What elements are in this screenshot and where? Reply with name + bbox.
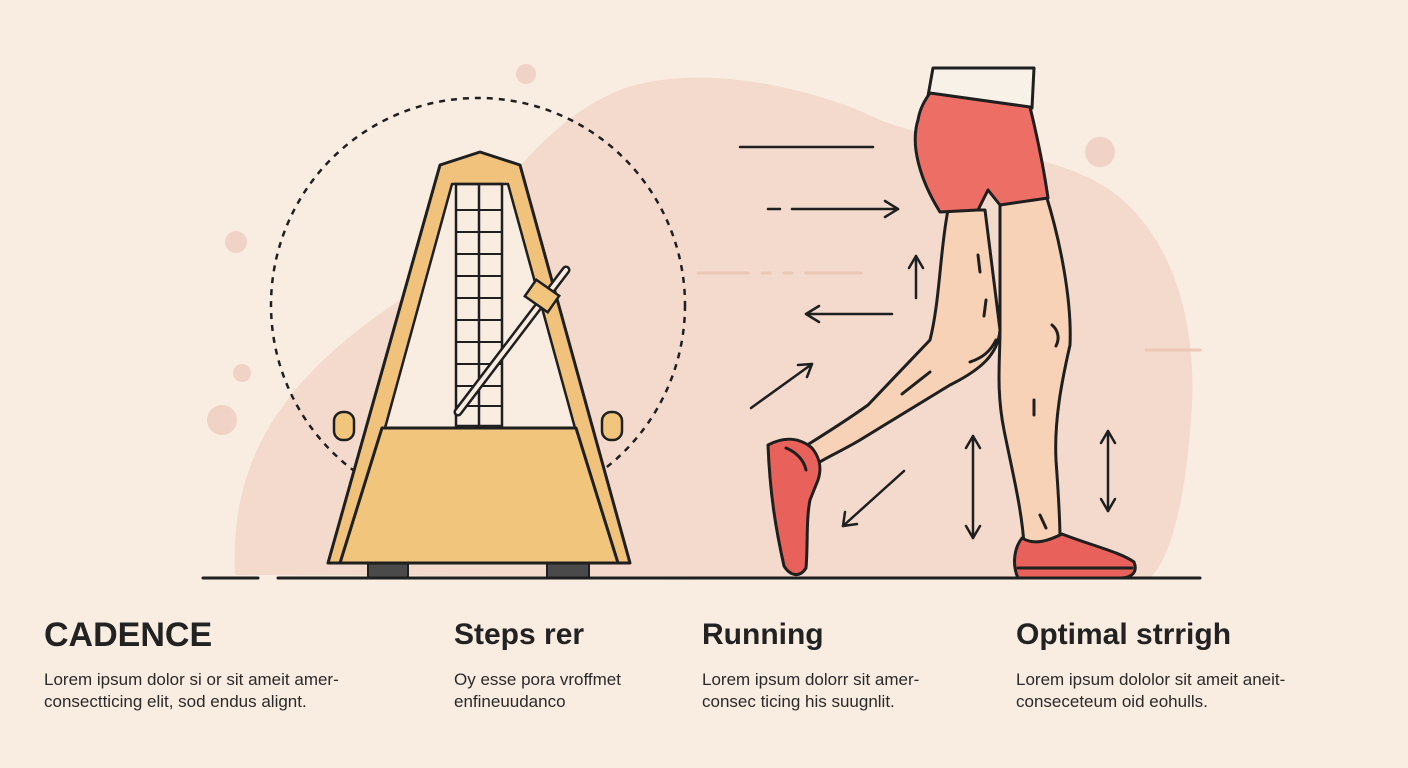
motion-arrow-icon — [738, 145, 1117, 540]
decorative-dots — [207, 64, 1115, 435]
section-title: Optimal strrigh — [1016, 618, 1232, 651]
metronome-icon — [269, 96, 687, 579]
section-title: Running — [702, 618, 824, 651]
section-cadence: CADENCE Lorem ipsum dolor si or sit amei… — [44, 615, 404, 713]
section-steps: Steps rer Oy esse pora vroffmet enfineuu… — [454, 615, 684, 713]
speed-lines — [696, 271, 1202, 352]
running-leg-icon — [766, 66, 1137, 580]
section-text: Lorem ipsum dololor sit ameit aneit- con… — [1016, 670, 1286, 711]
section-text: Lorem ipsum dolor si or sit ameit amer- … — [44, 670, 339, 711]
section-running: Running Lorem ipsum dolorr sit amer- con… — [702, 615, 982, 713]
section-text: Lorem ipsum dolorr sit amer- consec tici… — [702, 670, 920, 711]
section-title: CADENCE — [44, 616, 213, 654]
section-optimal-stride: Optimal strrigh Lorem ipsum dololor sit … — [1016, 615, 1346, 713]
section-text: Oy esse pora vroffmet enfineuudanco — [454, 670, 621, 711]
section-title: Steps rer — [454, 618, 585, 651]
